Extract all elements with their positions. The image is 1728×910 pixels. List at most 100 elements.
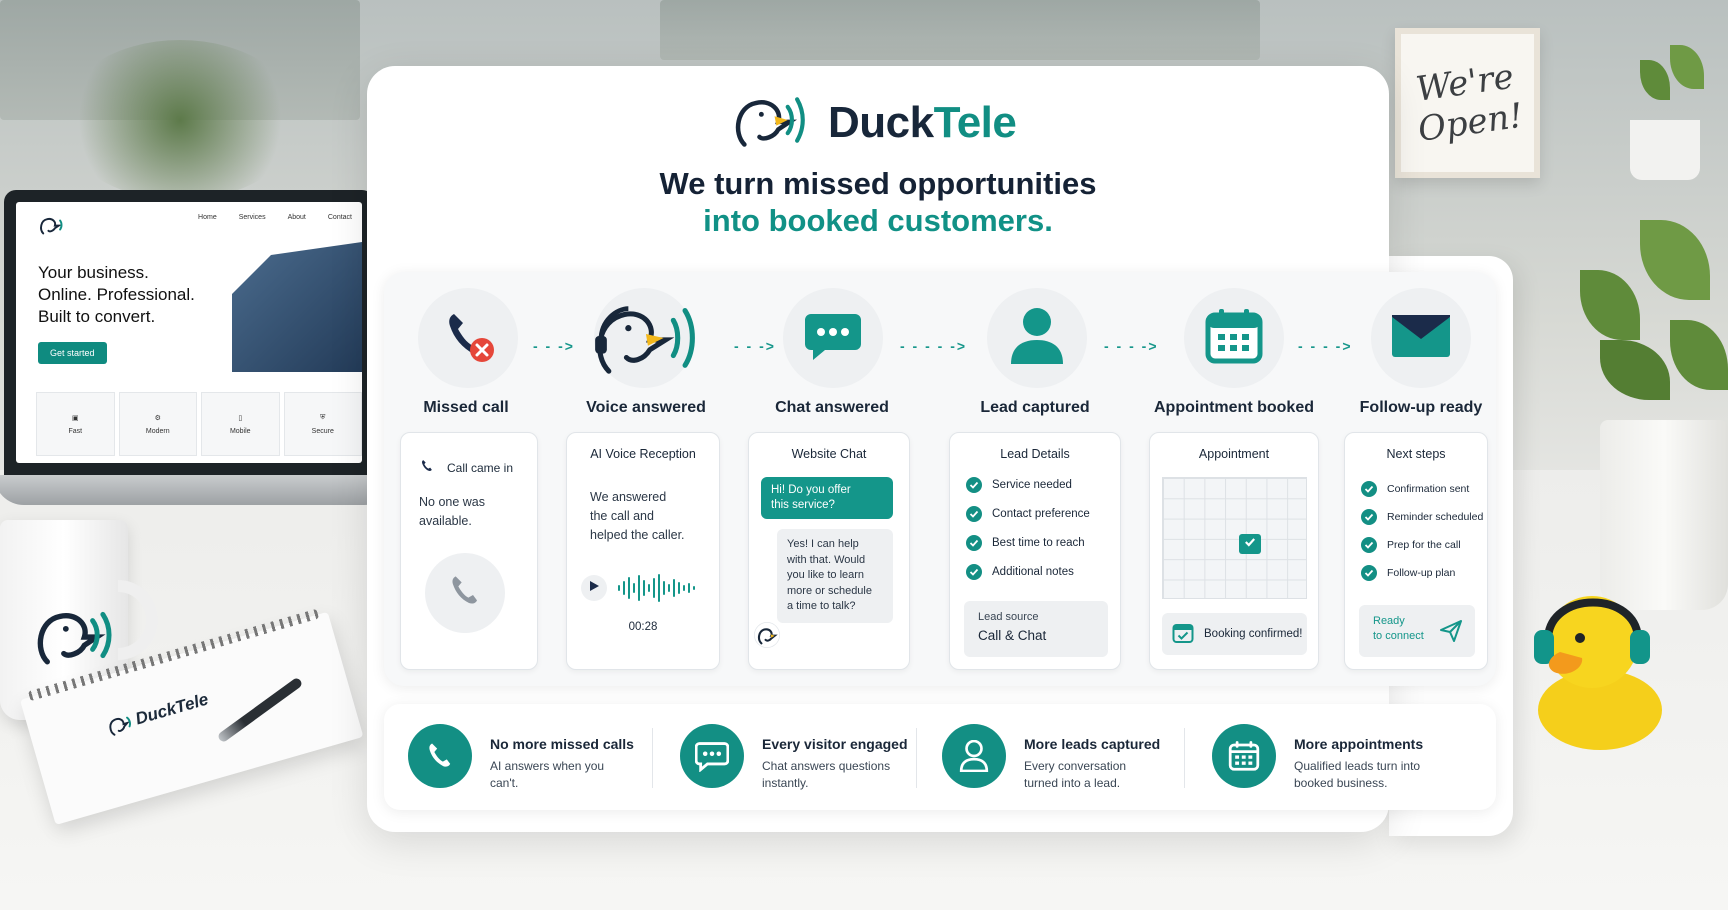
calendar-grid[interactable] <box>1162 477 1307 599</box>
booked-slot[interactable] <box>1239 534 1261 554</box>
gear-icon: ⚙ <box>154 414 161 422</box>
lead-item: Service needed <box>966 477 1072 493</box>
check-icon <box>966 564 982 580</box>
lead-source-label: Lead source <box>978 611 1039 623</box>
get-started-button[interactable]: Get started <box>38 342 107 364</box>
laptop-base <box>0 475 394 505</box>
voice-panel-title: AI Voice Reception <box>590 447 696 461</box>
followup-item: Follow-up plan <box>1361 565 1455 581</box>
duck-logo-icon <box>38 214 64 241</box>
lead-source-box: Lead source Call & Chat <box>964 601 1108 657</box>
phone-icon <box>419 458 435 477</box>
calendar-icon <box>1212 724 1276 788</box>
play-button[interactable] <box>581 575 607 601</box>
chat-panel-title: Website Chat <box>791 447 867 461</box>
rubber-duck-headphones <box>1520 560 1670 750</box>
chat-icon <box>680 724 744 788</box>
bot-message: Yes! I can help with that. Would you lik… <box>777 529 893 623</box>
feature-mobile: ▯Mobile <box>201 392 280 456</box>
send-icon <box>1439 619 1463 648</box>
benefit-title: More leads captured <box>1024 736 1161 752</box>
panel-chat: Website Chat Hi! Do you offer this servi… <box>748 432 910 670</box>
lead-source-value: Call & Chat <box>978 628 1047 643</box>
step-title-missed-call: Missed call <box>423 399 509 416</box>
duck-avatar <box>753 621 781 654</box>
user-icon <box>942 724 1006 788</box>
panel-followup: Next steps Confirmation sent Reminder sc… <box>1344 432 1488 670</box>
leaf <box>1670 320 1728 390</box>
step-title-voice: Voice answered <box>586 399 706 416</box>
flow-arrow: - - -> <box>734 338 776 354</box>
notebook-brand: DuckTele <box>104 689 211 739</box>
ready-to-connect[interactable]: Ready to connect <box>1359 605 1475 657</box>
check-icon <box>1361 509 1377 525</box>
calendar-icon <box>1205 307 1263 370</box>
panel-voice: AI Voice Reception We answered the call … <box>566 432 720 670</box>
open-sign: We're Open! <box>1395 28 1540 178</box>
nav-services[interactable]: Services <box>238 214 266 221</box>
hero-line: Your business. <box>38 263 149 282</box>
website-features: ▣Fast ⚙Modern ▯Mobile ⛨Secure <box>36 392 362 456</box>
benefit-title: More appointments <box>1294 736 1424 752</box>
flow-panel <box>384 272 1496 686</box>
calendar-check-icon: ▣ <box>71 414 79 422</box>
flow-arrow: - - - -> <box>1104 338 1159 354</box>
waveform <box>617 573 701 608</box>
check-icon <box>1361 481 1377 497</box>
leaf <box>1600 340 1670 400</box>
step-icon-lead <box>987 288 1087 388</box>
panel-missed-call: Call came in No one was available. <box>400 432 538 670</box>
mobile-icon: ▯ <box>238 414 243 422</box>
benefit-title: Every visitor engaged <box>762 736 908 752</box>
user-icon <box>1009 306 1065 371</box>
feature-fast: ▣Fast <box>36 392 115 456</box>
panel-lead: Lead Details Service needed Contact pref… <box>949 432 1121 670</box>
nav-contact[interactable]: Contact <box>327 214 352 221</box>
flow-arrow: - - - - -> <box>900 338 968 354</box>
plant-pot <box>1600 420 1728 610</box>
audio-duration: 00:28 <box>628 621 658 633</box>
check-icon <box>966 535 982 551</box>
step-icon-chat <box>783 288 883 388</box>
feature-secure: ⛨Secure <box>283 392 362 456</box>
calendar-check-icon <box>1172 622 1194 647</box>
check-icon <box>1244 535 1256 553</box>
feature-modern: ⚙Modern <box>118 392 197 456</box>
website-preview: Home Services About Contact Your busines… <box>16 202 362 463</box>
voice-text: helped the caller. <box>590 528 685 542</box>
step-title-followup: Follow-up ready <box>1359 399 1483 416</box>
benefit-visitor-engaged: Every visitor engaged Chat answers quest… <box>680 724 912 792</box>
flow-arrow: - - - -> <box>1298 338 1353 354</box>
step-icon-voice <box>594 288 695 388</box>
notebook: DuckTele <box>20 608 364 825</box>
laptop: Home Services About Contact Your busines… <box>0 190 394 505</box>
step-icon-missed-call <box>418 288 518 388</box>
benefit-title: No more missed calls <box>490 736 634 752</box>
separator <box>1184 728 1185 788</box>
voice-text: the call and <box>590 509 654 523</box>
lead-panel-title: Lead Details <box>1000 447 1070 461</box>
phone-circle <box>425 553 505 633</box>
lead-item: Best time to reach <box>966 535 1085 551</box>
play-icon <box>588 579 600 597</box>
leaf <box>1640 60 1670 100</box>
separator <box>916 728 917 788</box>
step-icon-appointment <box>1184 288 1284 388</box>
flow-arrow: - - -> <box>533 338 575 354</box>
leaf <box>1580 270 1640 340</box>
panel-appointment: Appointment Booking confirmed! <box>1149 432 1319 670</box>
small-plant-pot <box>1630 120 1700 180</box>
building-image <box>232 242 362 372</box>
nav-about[interactable]: About <box>287 214 306 221</box>
step-title-chat: Chat answered <box>775 399 889 416</box>
followup-item: Prep for the call <box>1361 537 1461 553</box>
envelope-icon <box>1390 313 1452 364</box>
lead-item: Additional notes <box>966 564 1074 580</box>
nav-home[interactable]: Home <box>198 214 217 221</box>
benefit-missed-calls: No more missed calls AI answers when you… <box>408 724 640 792</box>
step-title-lead: Lead captured <box>980 399 1090 416</box>
headline-line1: We turn missed opportunities <box>659 166 1097 201</box>
